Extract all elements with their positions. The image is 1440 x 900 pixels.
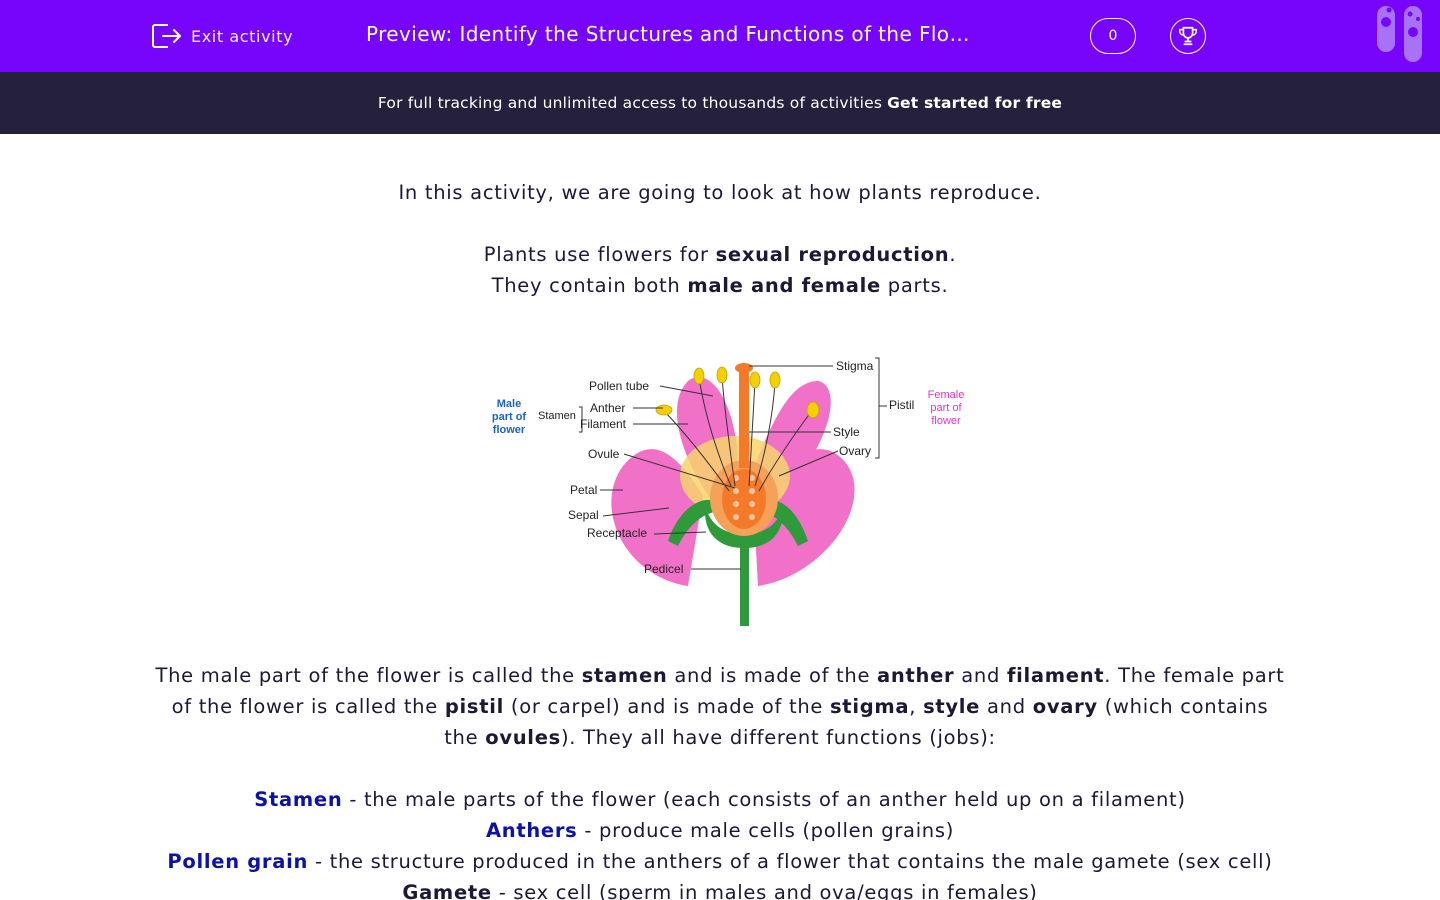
activity-content: In this activity, we are going to look a… — [0, 134, 1440, 900]
intro-line-3: They contain both male and female parts. — [0, 270, 1440, 301]
label-pistil: Pistil — [889, 398, 914, 412]
intro-bold: male and female — [687, 274, 881, 297]
definition-term: Anthers — [485, 819, 578, 842]
sepal-left — [668, 499, 723, 546]
female-label-1: Female — [928, 389, 965, 401]
signup-banner: For full tracking and unlimited access t… — [0, 72, 1440, 134]
label-filament: Filament — [580, 417, 627, 431]
text: and — [954, 664, 1007, 687]
definition-term: Gamete — [402, 881, 492, 900]
term-bold: style — [923, 695, 981, 718]
label-receptacle: Receptacle — [587, 526, 647, 540]
text: and — [980, 695, 1033, 718]
brand-logo-icon — [1377, 6, 1422, 62]
male-label-3: flower — [493, 424, 526, 436]
label-ovule: Ovule — [588, 447, 620, 461]
trophy-button[interactable] — [1170, 18, 1206, 54]
label-petal: Petal — [570, 483, 597, 497]
page-title: Preview: Identify the Structures and Fun… — [366, 22, 986, 46]
ovule-dots — [733, 475, 755, 520]
exit-activity-label: Exit activity — [191, 26, 294, 46]
text: (which contains — [1097, 695, 1269, 718]
female-label-3: flower — [931, 415, 961, 427]
explanation-line-2: of the flower is called the pistil (or c… — [0, 691, 1440, 722]
label-stigma: Stigma — [836, 359, 874, 373]
intro-text: They contain both — [491, 274, 688, 297]
receptacle-shape — [704, 506, 784, 548]
get-started-link[interactable]: Get started for free — [887, 94, 1063, 112]
label-pollen-tube: Pollen tube — [589, 379, 649, 393]
intro-text: parts. — [880, 274, 949, 297]
intro-line-1: In this activity, we are going to look a… — [398, 181, 1042, 204]
flower-diagram: Stigma Pollen tube Anther Stamen Filamen… — [492, 357, 965, 626]
exit-icon — [152, 24, 181, 48]
pedicel-stem — [740, 541, 749, 626]
label-ovary: Ovary — [839, 444, 871, 458]
definition-term: Stamen — [254, 788, 343, 811]
text: ). They all have different functions (jo… — [560, 726, 996, 749]
text: the — [444, 726, 486, 749]
label-style: Style — [833, 425, 860, 439]
term-bold: filament — [1006, 664, 1105, 687]
definition-pollen-grain: Pollen grain - the structure produced in… — [0, 846, 1440, 877]
stigma-shape — [735, 363, 753, 373]
petal-left — [611, 449, 703, 586]
banner-text: For full tracking and unlimited access t… — [377, 94, 883, 112]
text: of the flower is called the — [171, 695, 445, 718]
term-bold: ovules — [485, 726, 561, 749]
definition-gamete: Gamete - sex cell (sperm in males and ov… — [0, 877, 1440, 900]
definition-text: - sex cell (sperm in males and ova/eggs … — [491, 881, 1038, 900]
definition-text: - produce male cells (pollen grains) — [577, 819, 955, 842]
text: (or carpel) and is made of the — [503, 695, 830, 718]
exit-activity-button[interactable]: Exit activity — [150, 21, 293, 51]
intro-text: . — [949, 243, 957, 266]
text: and is made of the — [667, 664, 878, 687]
definition-anthers: Anthers - produce male cells (pollen gra… — [0, 815, 1440, 846]
intro-bold: sexual reproduction — [715, 243, 950, 266]
score-counter: 0 — [1090, 18, 1136, 54]
explanation-line-1: The male part of the flower is called th… — [0, 660, 1440, 691]
term-bold: pistil — [444, 695, 504, 718]
definition-text: - the structure produced in the anthers … — [308, 850, 1273, 873]
label-sepal: Sepal — [568, 508, 599, 522]
explanation-line-3: the ovules). They all have different fun… — [0, 722, 1440, 753]
definition-stamen: Stamen - the male parts of the flower (e… — [0, 784, 1440, 815]
term-bold: anther — [877, 664, 955, 687]
term-bold: ovary — [1032, 695, 1098, 718]
term-bold: stigma — [830, 695, 910, 718]
text: . The female part — [1104, 664, 1285, 687]
style-shape — [739, 368, 749, 468]
text: The male part of the flower is called th… — [155, 664, 582, 687]
filaments — [664, 376, 812, 492]
female-label-2: part of — [930, 402, 962, 414]
term-bold: stamen — [581, 664, 668, 687]
intro-text: Plants use flowers for — [483, 243, 716, 266]
text: , — [909, 695, 924, 718]
label-stamen: Stamen — [538, 410, 576, 422]
definition-text: - the male parts of the flower (each con… — [342, 788, 1186, 811]
trophy-icon — [1179, 26, 1197, 46]
intro-line-2: Plants use flowers for sexual reproducti… — [0, 239, 1440, 270]
definition-term: Pollen grain — [167, 850, 309, 873]
male-label-1: Male — [497, 398, 521, 410]
male-label-2: part of — [492, 411, 527, 423]
label-pedicel: Pedicel — [644, 562, 683, 576]
top-bar: Exit activity Preview: Identify the Stru… — [0, 0, 1440, 72]
label-anther: Anther — [590, 401, 625, 415]
